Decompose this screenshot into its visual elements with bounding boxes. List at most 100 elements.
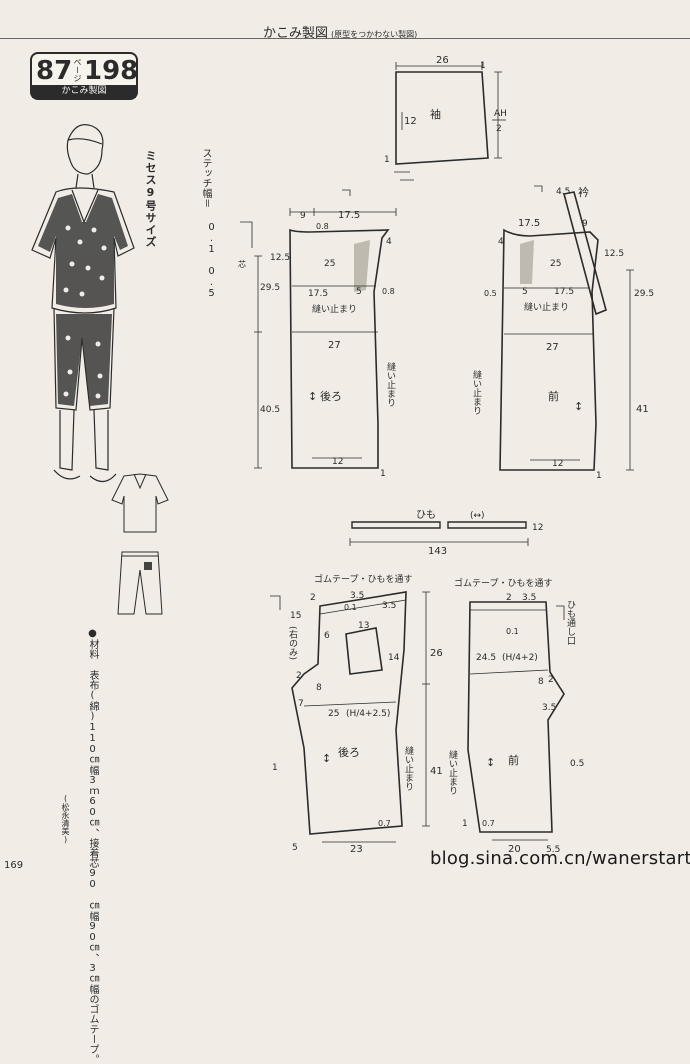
pants-back-n2b: 2 bbox=[296, 671, 302, 681]
pants-back-formula: (H/4+2.5) bbox=[346, 709, 390, 719]
sleeve-b1: 1 bbox=[384, 155, 390, 165]
sleeve-outline bbox=[395, 71, 489, 165]
tie-pattern: ひも (↔) 12 143 bbox=[349, 509, 543, 556]
pants-front-n1: 1 bbox=[462, 819, 468, 829]
sleeve-h1: 1 bbox=[480, 61, 486, 71]
pants-back-n26: 26 bbox=[430, 648, 443, 659]
back-n4: 4 bbox=[386, 237, 392, 247]
collar-outline bbox=[563, 191, 607, 316]
pants-front-n2b: 2 bbox=[548, 675, 554, 685]
back-n405: 40.5 bbox=[260, 405, 280, 415]
badge-page: 87 bbox=[36, 56, 73, 86]
materials-line1: 表布(綿)110㎝幅3ｍ60㎝、接着芯90 bbox=[87, 670, 98, 890]
front-bodice-pattern: 4.5 衿 9 17.5 4 12.5 25 0.5 5 17.5 縫い止まり … bbox=[471, 185, 654, 481]
header-rule bbox=[0, 38, 690, 39]
pants-back-migi: (右のみ) bbox=[287, 626, 298, 660]
materials-author: (松永清美) bbox=[61, 794, 70, 844]
pants-back-gomu: ゴムテープ・ひもを通す bbox=[314, 573, 412, 585]
pants-back-n01: 0.1 bbox=[344, 603, 357, 612]
flat-sketch bbox=[111, 473, 169, 615]
pattern-number-badge: 87 ページ 198 かこみ製図 bbox=[30, 52, 138, 100]
front-n27: 27 bbox=[546, 342, 559, 353]
sleeve-ah-top: AH bbox=[494, 109, 507, 119]
back-name: 後ろ bbox=[320, 389, 342, 403]
pants-back-name: 後ろ bbox=[338, 745, 360, 759]
back-n08b: 0.8 bbox=[382, 287, 395, 296]
front-collar: 衿 bbox=[578, 185, 589, 199]
tie-width: 12 bbox=[532, 523, 543, 533]
back-bodice-pattern: 9 17.5 0.8 4 12.5 25 5 29.5 17.5 0.8 縫い止… bbox=[238, 189, 397, 479]
pants-back-n8: 8 bbox=[316, 683, 322, 693]
tie-left bbox=[351, 521, 441, 529]
back-n25: 25 bbox=[324, 259, 335, 269]
front-n45: 4.5 bbox=[556, 187, 570, 197]
back-n08: 0.8 bbox=[316, 222, 329, 231]
front-n1: 1 bbox=[596, 471, 602, 481]
materials-line2: ㎝幅90㎝、3㎝幅のゴムテープ。 bbox=[87, 901, 98, 1064]
back-n125: 12.5 bbox=[270, 253, 290, 263]
watermark: blog.sina.com.cn/wanerstart bbox=[430, 848, 690, 869]
front-grain-arrow: ↕ bbox=[574, 400, 583, 413]
back-stitch-label: 芯 bbox=[238, 259, 247, 268]
pants-back-n5: 5 bbox=[292, 843, 298, 853]
sleeve-pattern: 26 1 12 袖 AH 2 1 bbox=[384, 55, 507, 181]
pants-front-name: 前 bbox=[508, 753, 519, 767]
front-stop: 縫い止まり bbox=[524, 301, 569, 313]
pants-front-n35: 3.5 bbox=[522, 593, 536, 603]
pants-back-n41: 41 bbox=[430, 766, 443, 777]
back-n5: 5 bbox=[356, 287, 362, 297]
materials: ●材料 表布(綿)110㎝幅3ｍ60㎝、接着芯90 ㎝幅90㎝、3㎝幅のゴムテー… bbox=[86, 628, 99, 1064]
pants-back-n1: 1 bbox=[272, 763, 278, 773]
sleeve-name: 袖 bbox=[430, 107, 441, 121]
pants-front-n07: 0.7 bbox=[482, 819, 495, 828]
top-outline bbox=[31, 187, 135, 314]
header-subtitle: (原型をつかわない製図) bbox=[331, 30, 418, 39]
tie-total: 143 bbox=[428, 546, 447, 556]
front-n5: 5 bbox=[522, 287, 528, 297]
pants-front-n20: 20 bbox=[508, 844, 521, 855]
pants-front-gomu: ゴムテープ・ひもを通す bbox=[454, 577, 552, 589]
badge-label: かこみ製図 bbox=[32, 85, 136, 98]
front-name: 前 bbox=[548, 389, 559, 403]
tie-grain-arrow: (↔) bbox=[470, 511, 485, 521]
head-outline bbox=[66, 124, 104, 175]
pants-front-n01: 0.1 bbox=[506, 627, 519, 636]
pants-front-n55: 5.5 bbox=[546, 845, 560, 855]
stitch-values: 0.1 0.5 bbox=[206, 222, 217, 299]
pants-front-outline bbox=[467, 601, 565, 833]
pants-front-n8: 8 bbox=[538, 677, 544, 687]
back-n175b: 17.5 bbox=[308, 289, 328, 299]
back-n27: 27 bbox=[328, 340, 341, 351]
pants-front-n245: 24.5 bbox=[476, 653, 496, 663]
materials-title: ●材料 bbox=[87, 628, 98, 659]
front-outline bbox=[499, 228, 599, 471]
pants-back-n23: 23 bbox=[350, 844, 363, 855]
pants-back-n6: 6 bbox=[324, 631, 330, 641]
sleeve-ah-bot: 2 bbox=[496, 124, 502, 134]
badge-number: 198 bbox=[84, 56, 139, 86]
pants-back-outline bbox=[291, 591, 407, 835]
sleeve-depth: 12 bbox=[404, 116, 417, 127]
pants-back-n2: 2 bbox=[310, 593, 316, 603]
size-label: ミセス9号サイズ bbox=[144, 150, 157, 248]
pants-front-grain-arrow: ↕ bbox=[486, 756, 495, 769]
tie-right bbox=[447, 521, 527, 529]
pants-back-n35b: 3.5 bbox=[382, 601, 396, 611]
pants-back-n15: 15 bbox=[290, 611, 301, 621]
back-n1: 1 bbox=[380, 469, 386, 479]
back-facing-shade bbox=[354, 240, 370, 292]
page-number: 169 bbox=[4, 860, 24, 871]
stitch-label: ステッチ幅＝ bbox=[200, 148, 211, 208]
pants-back-n35: 3.5 bbox=[350, 591, 364, 601]
back-n295: 29.5 bbox=[260, 283, 280, 293]
back-stop2: 縫い止まり bbox=[385, 361, 396, 407]
front-n12: 12 bbox=[552, 459, 563, 469]
top-print bbox=[38, 194, 128, 308]
front-n295: 29.5 bbox=[634, 289, 654, 299]
header-title: かこみ製図(原型をつかわない製図) bbox=[263, 22, 417, 41]
pants-back-pattern: ゴムテープ・ひもを通す 2 3.5 3.5 15 0.1 6 13 14 (右の… bbox=[270, 573, 443, 855]
pants-front-pattern: ゴムテープ・ひもを通す 2 3.5 ひも通し口 0.1 24.5 (H/4+2)… bbox=[448, 577, 584, 855]
pants-back-n25: 25 bbox=[328, 709, 339, 719]
back-outline bbox=[289, 228, 390, 469]
front-n125: 12.5 bbox=[604, 249, 624, 259]
